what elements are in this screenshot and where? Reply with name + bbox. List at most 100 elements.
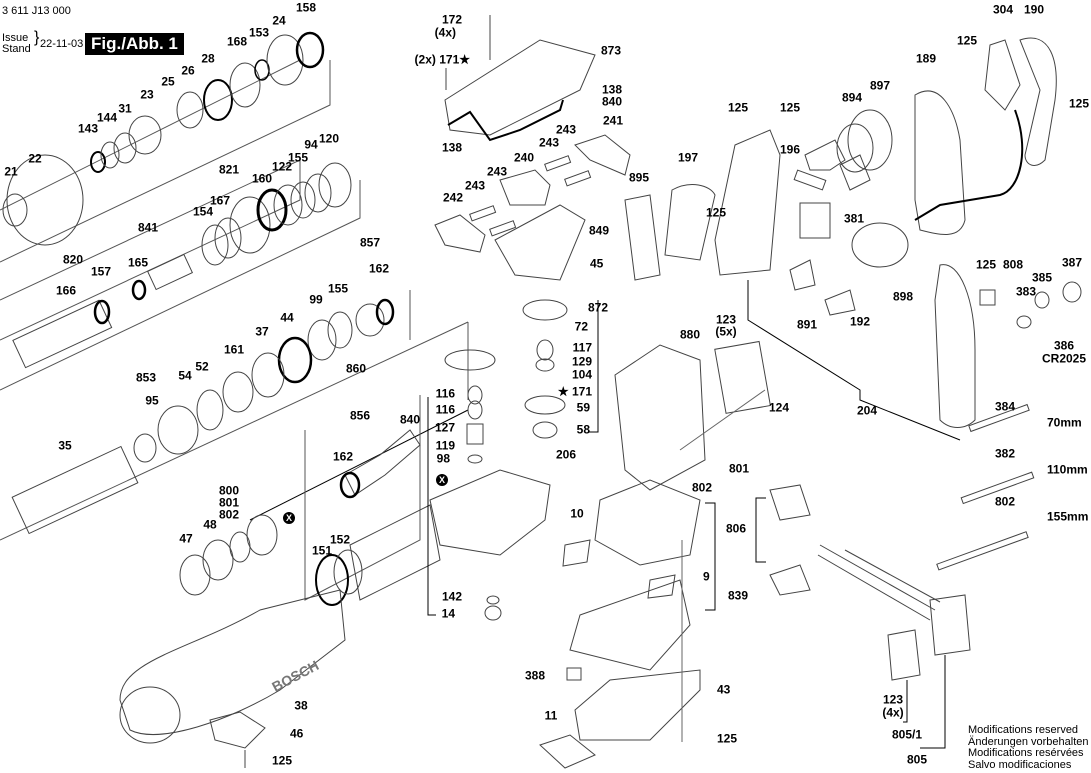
label-385: 385: [1031, 270, 1053, 285]
label-152: 152: [329, 532, 351, 547]
label-125d: 125: [727, 100, 749, 115]
part-handle-left: [714, 129, 781, 276]
part-9-label: [647, 574, 676, 599]
label-897: 897: [869, 78, 891, 93]
label-197: 197: [677, 150, 699, 165]
label-165: 165: [127, 255, 149, 270]
part-155: [290, 181, 316, 219]
label-167: 167: [209, 193, 231, 208]
part-167: [214, 217, 242, 259]
label-801: 801: [218, 495, 240, 510]
label-125g: 125: [705, 205, 727, 220]
label-95: 95: [145, 393, 159, 408]
label-14: 14: [441, 606, 455, 621]
part-853: [133, 433, 157, 463]
label-129: 129: [571, 354, 592, 369]
part-802-cable-tie: [936, 531, 1029, 571]
label-72: 72: [574, 319, 588, 334]
label-143: 143: [77, 121, 99, 136]
label-802b: 802: [691, 480, 713, 495]
label-243d: 243: [464, 178, 486, 193]
part-47-nut: [179, 554, 211, 596]
part-number: 3 611 J13 000: [2, 5, 71, 17]
part-big-gear: [444, 349, 496, 371]
label-110mm: 110mm: [1047, 462, 1088, 477]
marker-x-2: X: [436, 474, 448, 486]
part-857: [355, 303, 385, 337]
part-72-gear: [522, 299, 568, 321]
part-22-cone: [6, 154, 84, 246]
part-160-ring: [256, 188, 288, 232]
part-54: [157, 405, 199, 455]
label-189: 189: [915, 51, 937, 66]
part-38-front-housing: [119, 589, 346, 735]
part-14: [484, 605, 502, 621]
label-304: 304: [992, 2, 1014, 17]
label-5x: (5x): [715, 324, 737, 339]
label-127: 127: [434, 420, 455, 435]
label-204: 204: [856, 403, 878, 418]
part-28-spring: [203, 79, 233, 121]
brace: }: [34, 29, 40, 46]
marker-x-1: X: [283, 512, 295, 524]
part-891: [789, 259, 816, 291]
label-381: 381: [844, 211, 865, 226]
stand-label: Stand: [2, 43, 31, 55]
label-52: 52: [195, 359, 209, 374]
label-383: 383: [1015, 284, 1037, 299]
label-99: 99: [309, 292, 323, 307]
label-192: 192: [849, 314, 871, 329]
label-43: 43: [717, 682, 731, 697]
label-45: 45: [590, 256, 604, 271]
label-240: 240: [513, 150, 535, 165]
label-44: 44: [280, 310, 294, 325]
part-26-plate: [176, 91, 204, 129]
modifications-note: Modifications reserved Änderungen vorbeh…: [968, 724, 1088, 771]
label-839: 839: [728, 588, 749, 603]
part-153-ring: [254, 59, 270, 81]
label-153: 153: [248, 25, 270, 40]
label-802c: 802: [994, 494, 1016, 509]
label-800: 800: [218, 483, 240, 498]
label-70mm: 70mm: [1047, 415, 1082, 430]
part-98: [467, 454, 483, 464]
label-24: 24: [272, 13, 286, 28]
label-47: 47: [179, 531, 193, 546]
label-802: 802: [218, 507, 240, 522]
label-157: 157: [90, 264, 112, 279]
part-58: [532, 421, 558, 439]
part-192: [824, 289, 856, 316]
part-196: [793, 169, 827, 191]
part-880-electronics: [714, 340, 771, 414]
label-125e: 125: [779, 100, 801, 115]
group-frame-hammer: [0, 321, 469, 541]
part-52: [196, 389, 224, 431]
label-116a: 116: [435, 386, 455, 401]
part-387: [1062, 281, 1082, 303]
label-168: 168: [226, 34, 248, 49]
part-243d: [564, 170, 592, 187]
label-119: 119: [435, 438, 455, 453]
part-127: [466, 423, 484, 445]
part-122: [273, 184, 303, 226]
part-808-label: [979, 289, 996, 306]
part-381: [799, 202, 831, 239]
part-242: [434, 214, 486, 253]
label-162b: 162: [332, 449, 354, 464]
label-898: 898: [892, 289, 914, 304]
label-805-1: 805/1: [891, 727, 923, 742]
label-38: 38: [294, 698, 308, 713]
label-856: 856: [349, 408, 371, 423]
label-144: 144: [96, 110, 118, 125]
part-gear-housing: [429, 469, 551, 556]
part-384-cable-tie: [968, 403, 1030, 433]
part-821: [229, 196, 271, 254]
part-motor: [614, 344, 706, 491]
issue-label: Issue: [2, 32, 29, 44]
part-800: [246, 514, 278, 556]
label-172: 172: [441, 12, 462, 27]
part-117: [536, 339, 554, 361]
part-31: [113, 132, 137, 164]
label-116b: 116: [435, 402, 455, 417]
label-48: 48: [203, 517, 217, 532]
